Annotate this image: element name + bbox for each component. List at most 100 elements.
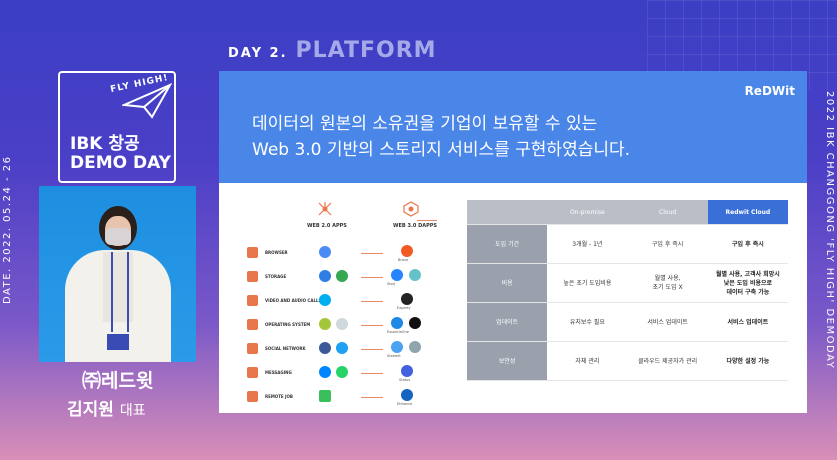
row-header: 보안성 [467, 341, 548, 381]
presentation-slide: ReDWit 데이터의 원본의 소유권을 기업이 보유할 수 있는 Web 3.… [219, 71, 807, 413]
slide-headline: 데이터의 원본의 소유권을 기업이 보유할 수 있는 Web 3.0 기반의 스… [252, 111, 630, 163]
row-label: VIDEO AND AUDIO CALLS [265, 298, 322, 303]
row-header: 도입 기간 [467, 224, 548, 264]
messaging-icon [247, 367, 258, 378]
akasha-icon [409, 341, 421, 353]
table-cell: 서비스 업데이트 [627, 302, 708, 342]
table-row: 보안성 자체 관리 클라우드 제공자가 관리 다양한 설정 가능 [467, 341, 788, 381]
web3-label: WEB 3.0 DAPPS [393, 223, 438, 229]
web3-hub-icon [403, 201, 419, 217]
diagram-row: STORAGE Storj [233, 269, 458, 287]
logo-line-1: IBK 창공 [70, 134, 140, 154]
event-logo: FLY HIGH! IBK 창공 DEMO DAY [58, 71, 176, 183]
speaker-name: 김지원 [67, 400, 114, 420]
column-header: Cloud [627, 200, 708, 225]
table-cell: 높은 초기 도입비용 [547, 263, 628, 303]
table-cell: 구입 후 즉시 [627, 224, 708, 264]
dropbox-icon [319, 270, 331, 282]
dapp-label: EssentiaOne [387, 330, 409, 334]
section-title: DAY 2. PLATFORM [228, 38, 437, 63]
event-date-vertical: DATE. 2022. 05.24 - 26 [2, 155, 13, 305]
table-cell: 자체 관리 [547, 341, 628, 381]
table-header-row: On-premise Cloud Redwit Cloud [467, 200, 788, 225]
diagram-row: BROWSER Brave [233, 245, 458, 263]
table-row: 비용 높은 초기 도입비용 월별 사용, 초기 도입 X 월별 사용, 고객사 … [467, 263, 788, 303]
steemit-icon [391, 341, 403, 353]
track-label: PLATFORM [295, 38, 437, 63]
speaker-video [39, 186, 196, 362]
table-cell-highlight: 서비스 업데이트 [707, 302, 788, 342]
row-arrow [361, 277, 383, 278]
diagram-arrow [417, 220, 437, 221]
whatsapp-icon [336, 366, 348, 378]
logo-line-2: DEMO DAY [70, 153, 171, 173]
row-arrow [361, 301, 383, 302]
row-arrow [361, 373, 383, 374]
ipfs-icon [409, 269, 421, 281]
upwork-icon [319, 390, 331, 402]
dapp-label: Brave [398, 258, 409, 262]
row-label: STORAGE [265, 274, 287, 279]
row-label: OPERATING SYSTEM [265, 322, 311, 327]
row-arrow [361, 253, 383, 254]
os-icon [247, 319, 258, 330]
diagram-row: VIDEO AND AUDIO CALLS Experty [233, 293, 458, 311]
row-arrow [361, 397, 383, 398]
diagram-row: MESSAGING Status [233, 365, 458, 383]
speaker-title: 대표 [119, 403, 146, 419]
diagram-row: OPERATING SYSTEM EssentiaOne [233, 317, 458, 335]
table-cell-highlight: 구입 후 즉시 [707, 224, 788, 264]
table-cell: 3개월 - 1년 [547, 224, 628, 264]
brand-logo: ReDWit [744, 84, 795, 98]
dapp-label: Storj [387, 282, 396, 286]
paper-plane-icon [122, 83, 172, 119]
row-arrow [361, 325, 383, 326]
table-cell: 유지보수 필요 [547, 302, 628, 342]
row-label: REMOTE JOB [265, 394, 293, 399]
status-icon [401, 365, 413, 377]
social-network-icon [247, 343, 258, 354]
row-arrow [361, 349, 383, 350]
diagram-row: SOCIAL NETWORK Steemit [233, 341, 458, 359]
experty-icon [401, 293, 413, 305]
slide-header: ReDWit 데이터의 원본의 소유권을 기업이 보유할 수 있는 Web 3.… [219, 71, 807, 183]
eos-icon [409, 317, 421, 329]
drive-icon [336, 270, 348, 282]
row-label: BROWSER [265, 250, 288, 255]
comparison-table: On-premise Cloud Redwit Cloud 도입 기간 3개월 … [467, 200, 788, 381]
storj-icon [391, 269, 403, 281]
os-alt-icon [336, 318, 348, 330]
dapp-label: Experty [397, 306, 411, 310]
table-cell-highlight: 월별 사용, 고객사 희망시 낮은 도입 비용으로 데이터 구축 가능 [707, 263, 788, 303]
row-header: 업데이트 [467, 302, 548, 342]
speaker-company: ㈜레드윗 [82, 370, 154, 392]
row-header: 비용 [467, 263, 548, 303]
column-header: On-premise [547, 200, 628, 225]
table-cell: 클라우드 제공자가 관리 [627, 341, 708, 381]
storage-icon [247, 271, 258, 282]
table-cell-highlight: 다양한 설정 가능 [707, 341, 788, 381]
column-header-highlight: Redwit Cloud [707, 200, 788, 225]
twitter-icon [336, 342, 348, 354]
dapp-label: Status [399, 378, 411, 382]
speaker-lanyard [111, 252, 129, 332]
event-name-vertical: 2022 IBK CHANGGONG 'FLY HIGH' DEMODAY [824, 90, 835, 370]
chrome-icon [319, 246, 331, 258]
web2-hub-icon [318, 202, 332, 216]
diagram-row: REMOTE JOB Ethlance [233, 389, 458, 407]
android-icon [319, 318, 331, 330]
brave-icon [401, 245, 413, 257]
web-apps-diagram: WEB 2.0 APPS WEB 3.0 DAPPS BROWSER Brave… [233, 199, 458, 411]
speaker-caption: 김지원 대표 [67, 395, 146, 420]
browser-icon [247, 247, 258, 258]
table-cell: 월별 사용, 초기 도입 X [627, 263, 708, 303]
day-label: DAY 2. [228, 46, 288, 61]
headline-line-1: 데이터의 원본의 소유권을 기업이 보유할 수 있는 [252, 114, 598, 134]
table-row: 업데이트 유지보수 필요 서비스 업데이트 서비스 업데이트 [467, 302, 788, 342]
table-row: 도입 기간 3개월 - 1년 구입 후 즉시 구입 후 즉시 [467, 224, 788, 264]
essentia-icon [391, 317, 403, 329]
row-label: SOCIAL NETWORK [265, 346, 306, 351]
facebook-icon [319, 342, 331, 354]
headline-line-2: Web 3.0 기반의 스토리지 서비스를 구현하였습니다. [252, 140, 631, 160]
diagram-header: WEB 2.0 APPS WEB 3.0 DAPPS [301, 199, 461, 239]
